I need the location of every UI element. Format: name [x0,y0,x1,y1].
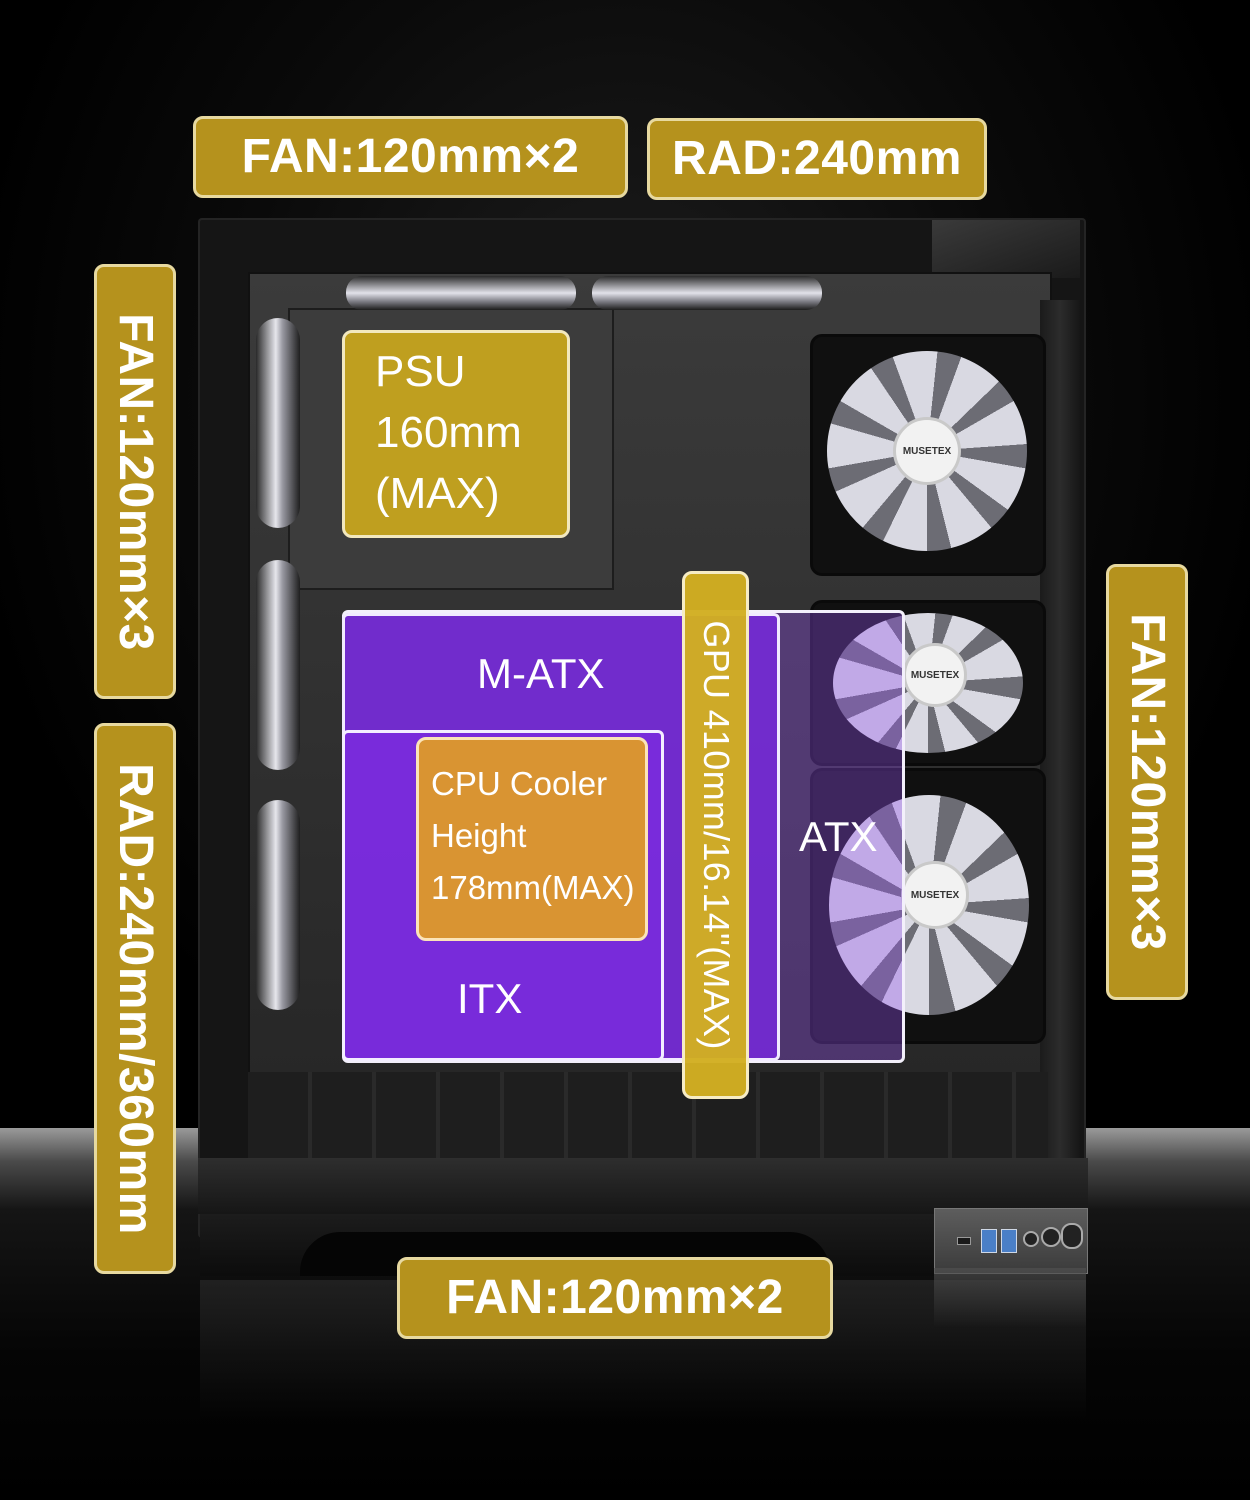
top-fan-2 [592,276,822,310]
audio-jack-icon [1023,1231,1039,1247]
rear-fan-1: MUSETEX [810,334,1046,576]
top-fan-1 [346,276,576,310]
matx-label: M-ATX [477,650,605,697]
glass-corner-pillar [1040,300,1080,1160]
front-io-panel [934,1208,1088,1274]
case-top-corner [932,220,1080,278]
cpu-cooler-box: CPU Cooler Height 178mm(MAX) [416,737,648,941]
cpu-cooler-line3: 178mm(MAX) [431,869,635,906]
right-fan-label-text: FAN:120mm×3 [1121,613,1174,951]
left-fan-label: FAN:120mm×3 [94,264,176,699]
case-base [198,1158,1088,1214]
bottom-fan-label: FAN:120mm×2 [397,1257,833,1339]
right-fan-label: FAN:120mm×3 [1106,564,1188,1000]
psu-line1: PSU [375,347,466,396]
side-fan-3 [256,800,300,1010]
fan-hub-logo: MUSETEX [901,861,969,929]
left-fan-label-text: FAN:120mm×3 [109,312,162,651]
top-fan-label: FAN:120mm×2 [193,116,628,198]
bottom-fan-bay [248,1072,1048,1158]
gpu-label: GPU 410mm/16.14"(MAX) [695,620,737,1050]
usb-port-icon [1001,1229,1017,1253]
fan-hub-logo: MUSETEX [893,417,961,485]
psu-box: PSU 160mm (MAX) [342,330,570,538]
atx-label: ATX [799,813,878,860]
fan-hub-logo: MUSETEX [903,643,967,707]
psu-line2: 160mm [375,408,522,457]
rear-fan-2: MUSETEX [810,600,1046,766]
reset-button-icon [1061,1223,1083,1249]
itx-label: ITX [457,975,523,1022]
psu-line3: (MAX) [375,469,500,518]
side-fan-1 [256,318,300,528]
left-rad-label-text: RAD:240mm/360mm [109,762,162,1235]
left-rad-label: RAD:240mm/360mm [94,723,176,1274]
power-button-icon [1041,1227,1061,1247]
top-rad-label: RAD:240mm [647,118,987,200]
cpu-cooler-line1: CPU Cooler [431,765,608,802]
io-reflection [934,1268,1086,1328]
cpu-cooler-line2: Height [431,817,527,854]
gpu-clearance-box: GPU 410mm/16.14"(MAX) [682,571,749,1099]
usb-port-icon [981,1229,997,1253]
usb-c-port-icon [957,1237,971,1245]
rear-fan-3: MUSETEX [810,768,1046,1044]
side-fan-2 [256,560,300,770]
